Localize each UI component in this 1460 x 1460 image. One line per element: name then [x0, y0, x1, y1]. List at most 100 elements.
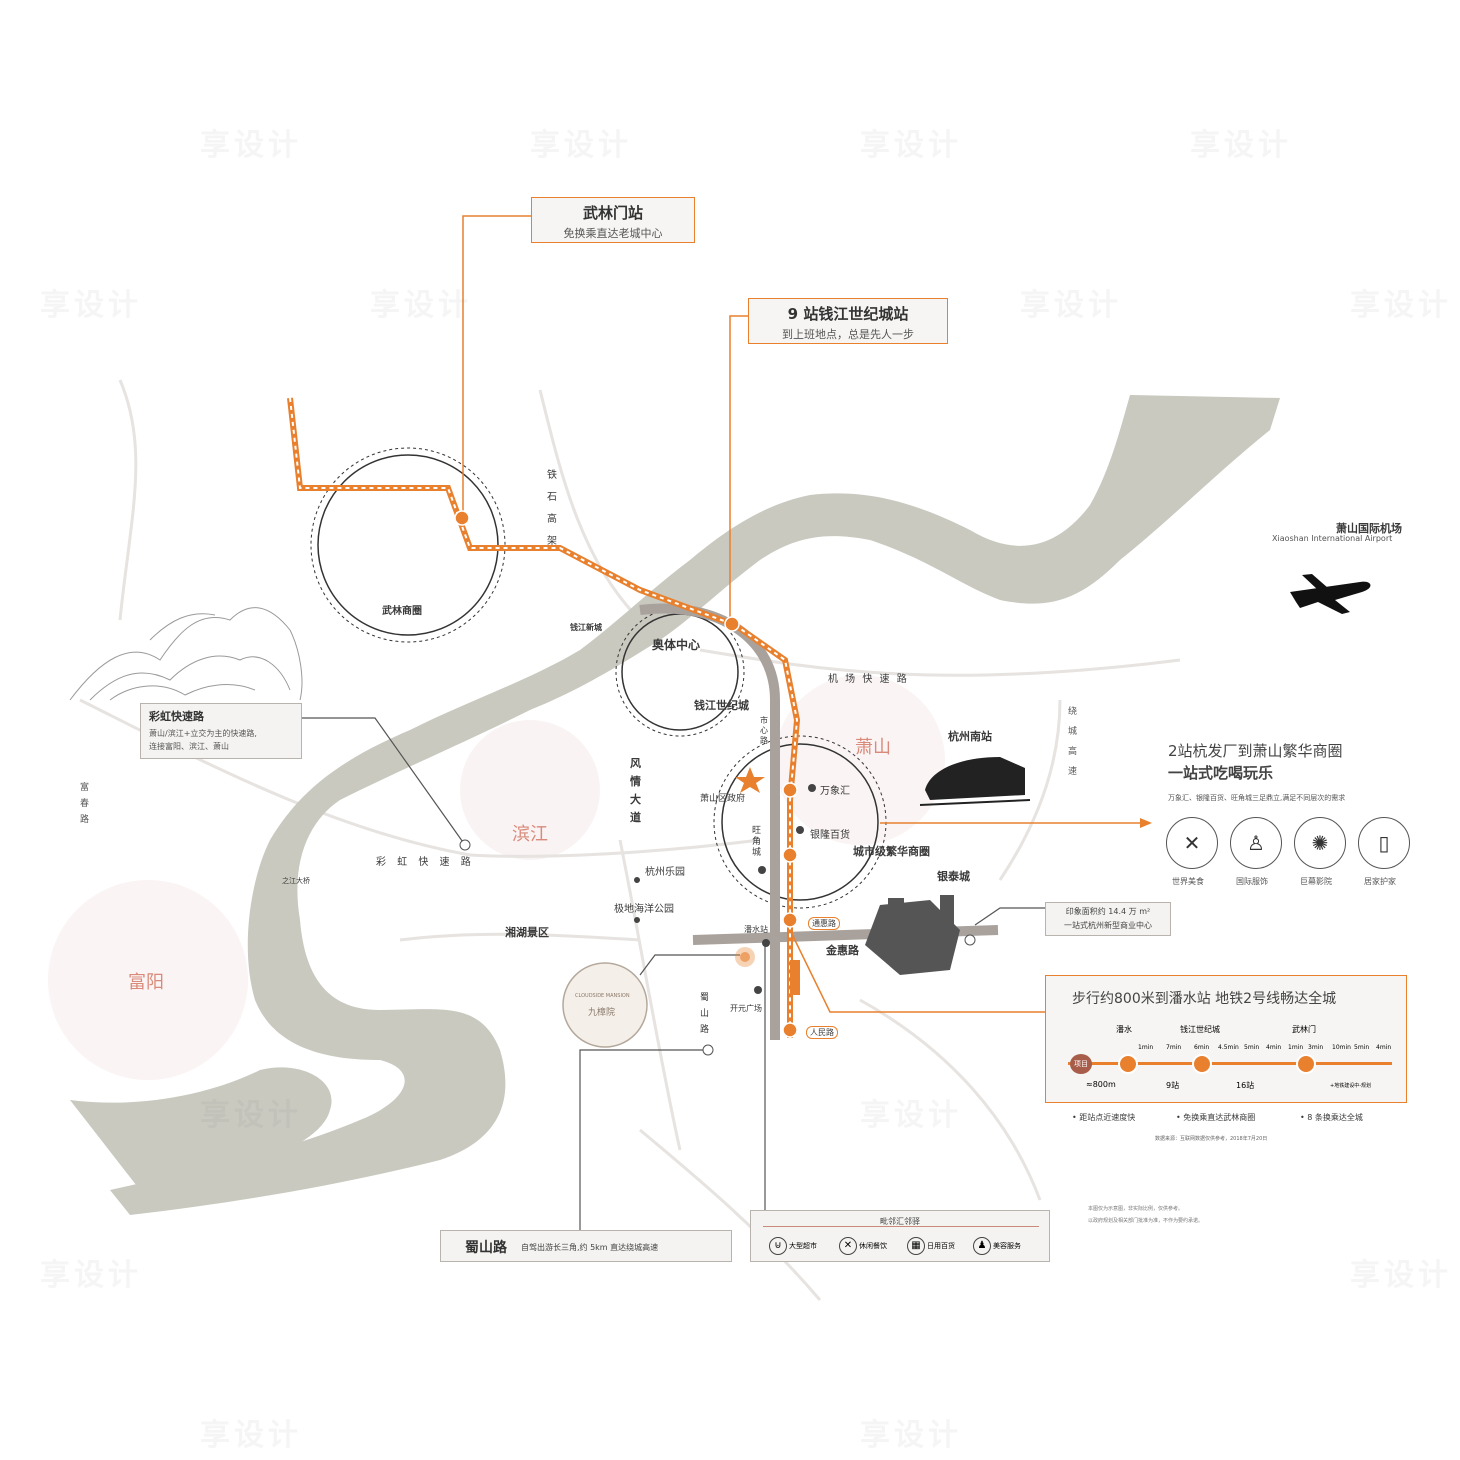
disclaimer-line: 以政府规划及相关部门批准为准，不作为要约承诺。 — [1088, 1218, 1204, 1224]
yintai-line2: 一站式杭州新型商业中心 — [1064, 921, 1152, 930]
renmin-label: 人民路 — [806, 1026, 838, 1039]
shop-item: ⊍大型超市 — [769, 1237, 817, 1255]
zhijiang-label: 之江大桥 — [282, 877, 310, 885]
qjsjc-label: 钱江世纪城 — [694, 699, 749, 712]
amenity-label: 居家护家 — [1364, 877, 1396, 886]
qianjiang-sub: 到上班地点，总是先人一步 — [782, 328, 914, 341]
binjiang-halo — [460, 720, 600, 860]
wangjiao-label: 旺角城 — [752, 826, 762, 858]
metro-dist: ≈800m — [1086, 1080, 1116, 1089]
person-icon: ♟ — [973, 1237, 991, 1255]
watermark: 享设计 — [200, 1418, 302, 1453]
airport-cn-label: 萧山国际机场 — [1336, 522, 1402, 535]
caihong-title: 彩虹快速路 — [149, 710, 204, 723]
shop-divider — [763, 1226, 1039, 1227]
airplane-icon — [1290, 574, 1371, 614]
yinlong-label: 银隆百货 — [810, 830, 850, 841]
watermark: 享设计 — [860, 1098, 962, 1133]
metro-time: 3min — [1308, 1044, 1324, 1051]
shushan-node — [702, 1044, 714, 1056]
metro-time: 4min — [1266, 1044, 1282, 1051]
caihong-sub2: 连接富阳、滨江、萧山 — [149, 742, 229, 751]
jiuzhuyuan-en-label: CLOUDSIDE MANSION — [575, 993, 630, 999]
metro-time: 4min — [1376, 1044, 1392, 1051]
metro-time: 4.5min — [1218, 1044, 1239, 1051]
metro-time: 1min — [1138, 1044, 1154, 1051]
bottle-icon: ▯ — [1358, 817, 1410, 869]
aoti-label: 奥体中心 — [652, 638, 701, 652]
metro-line-2 — [287, 397, 801, 1038]
metro-time: 5min — [1244, 1044, 1260, 1051]
fuchun-label: 富 春 路 — [80, 783, 90, 825]
watermark: 享设计 — [1350, 1258, 1452, 1293]
area-circles — [310, 447, 887, 909]
panshui-label: 潘水站 — [744, 925, 768, 934]
yintai-node — [964, 934, 976, 946]
hub-sub: 一站式吃喝玩乐 — [1168, 764, 1274, 782]
shushan-callout: 蜀山路 自驾出游长三角,约 5km 直达绕城高速 — [440, 1230, 732, 1262]
fengqing-label: 风 情 大 道 — [630, 757, 641, 824]
shushan-title: 蜀山路 — [465, 1240, 507, 1256]
fuyang-label: 富阳 — [128, 972, 164, 993]
shushan-sub: 自驾出游长三角,约 5km 直达绕城高速 — [521, 1243, 659, 1252]
station-bar — [790, 960, 800, 995]
watermark: 享设计 — [40, 1258, 142, 1293]
shixin-label: 市心路 — [760, 716, 768, 745]
metro-title: 步行约800米到潘水站 地铁2号线畅达全城 — [1072, 991, 1337, 1007]
callout-lines — [462, 215, 1140, 1013]
kaifa-label: 开元广场 — [730, 1004, 762, 1013]
wetland-label: 极地海洋公园 — [614, 904, 674, 915]
caihong-sub1: 萧山/滨江+立交为主的快速路, — [149, 729, 257, 738]
metro-time: 10min — [1332, 1044, 1351, 1051]
fuyang-halo — [48, 880, 248, 1080]
building-icon — [865, 895, 960, 975]
metro-time: 5min — [1354, 1044, 1370, 1051]
jinhui-label: 金惠路 — [826, 944, 859, 957]
hz-leyuan-label: 杭州乐园 — [645, 867, 685, 878]
wulinmen-sub: 免换乘直达老城中心 — [563, 227, 663, 240]
caihong-road-label: 彩 虹 快 速 路 — [376, 857, 475, 868]
arrow-head — [1140, 818, 1152, 828]
metro-station: 钱江世纪城 — [1180, 1025, 1220, 1034]
wulinmen-title: 武林门站 — [582, 204, 643, 222]
shop-title: 毗邻汇邻驿 — [880, 1217, 920, 1226]
metro-time: 7min — [1166, 1044, 1182, 1051]
qianjiang-title: 9 站钱江世纪城站 — [787, 305, 909, 323]
metro-time: 6min — [1194, 1044, 1210, 1051]
metro-box: 步行约800米到潘水站 地铁2号线畅达全城 项目 潘水 钱江世纪城 武林门 1m… — [1045, 975, 1407, 1103]
yintaicheng-label: 银泰城 — [937, 870, 970, 883]
metro-station: 潘水 — [1116, 1025, 1132, 1034]
wulin-circle-label: 武林商圈 — [382, 606, 422, 617]
river-branch — [70, 1067, 332, 1190]
cutlery-icon: ✕ — [839, 1237, 857, 1255]
watermark: 享设计 — [860, 1418, 962, 1453]
metro-station-marker — [1296, 1054, 1316, 1074]
wulinmen-callout: 武林门站 免换乘直达老城中心 — [531, 197, 695, 243]
train-icon — [919, 757, 1031, 806]
shop-item: ✕休闲餐饮 — [839, 1237, 887, 1255]
tiexi-label: 铁 石 高 架 — [547, 470, 557, 547]
jiuzhuyuan-label: 九樟院 — [588, 1008, 616, 1018]
caihong-node — [459, 839, 471, 851]
metro-station: 武林门 — [1292, 1025, 1316, 1034]
watermark: 享设计 — [1350, 288, 1452, 323]
metro-time: 1min — [1288, 1044, 1304, 1051]
metro-bullet: • 免换乘直达武林商圈 — [1176, 1113, 1256, 1122]
tonghui-label: 通惠路 — [808, 917, 840, 930]
project-node: 项目 — [1070, 1054, 1092, 1074]
metro-seg1: 9站 — [1166, 1081, 1180, 1090]
watermark: 享设计 — [370, 288, 472, 323]
metro-track — [1068, 1062, 1392, 1065]
caihong-callout: 彩虹快速路 萧山/滨江+立交为主的快速路, 连接富阳、滨江、萧山 — [140, 703, 302, 759]
location-pins — [634, 784, 816, 994]
metro-bullet: • 8 条换乘达全城 — [1300, 1113, 1363, 1122]
ring-road-label: 绕 城 高 速 — [1068, 707, 1078, 777]
watermark: 享设计 — [530, 128, 632, 163]
city-shop-label: 城市级繁华商圈 — [853, 845, 930, 858]
gov-label: 萧山区政府 — [700, 794, 746, 804]
film-reel-icon: ✺ — [1294, 817, 1346, 869]
shop-callout: 毗邻汇邻驿 ⊍大型超市 ✕休闲餐饮 ▦日用百货 ♟美容服务 — [750, 1210, 1050, 1262]
hub-title: 2站杭发厂到萧山繁华商圈 — [1168, 742, 1343, 760]
